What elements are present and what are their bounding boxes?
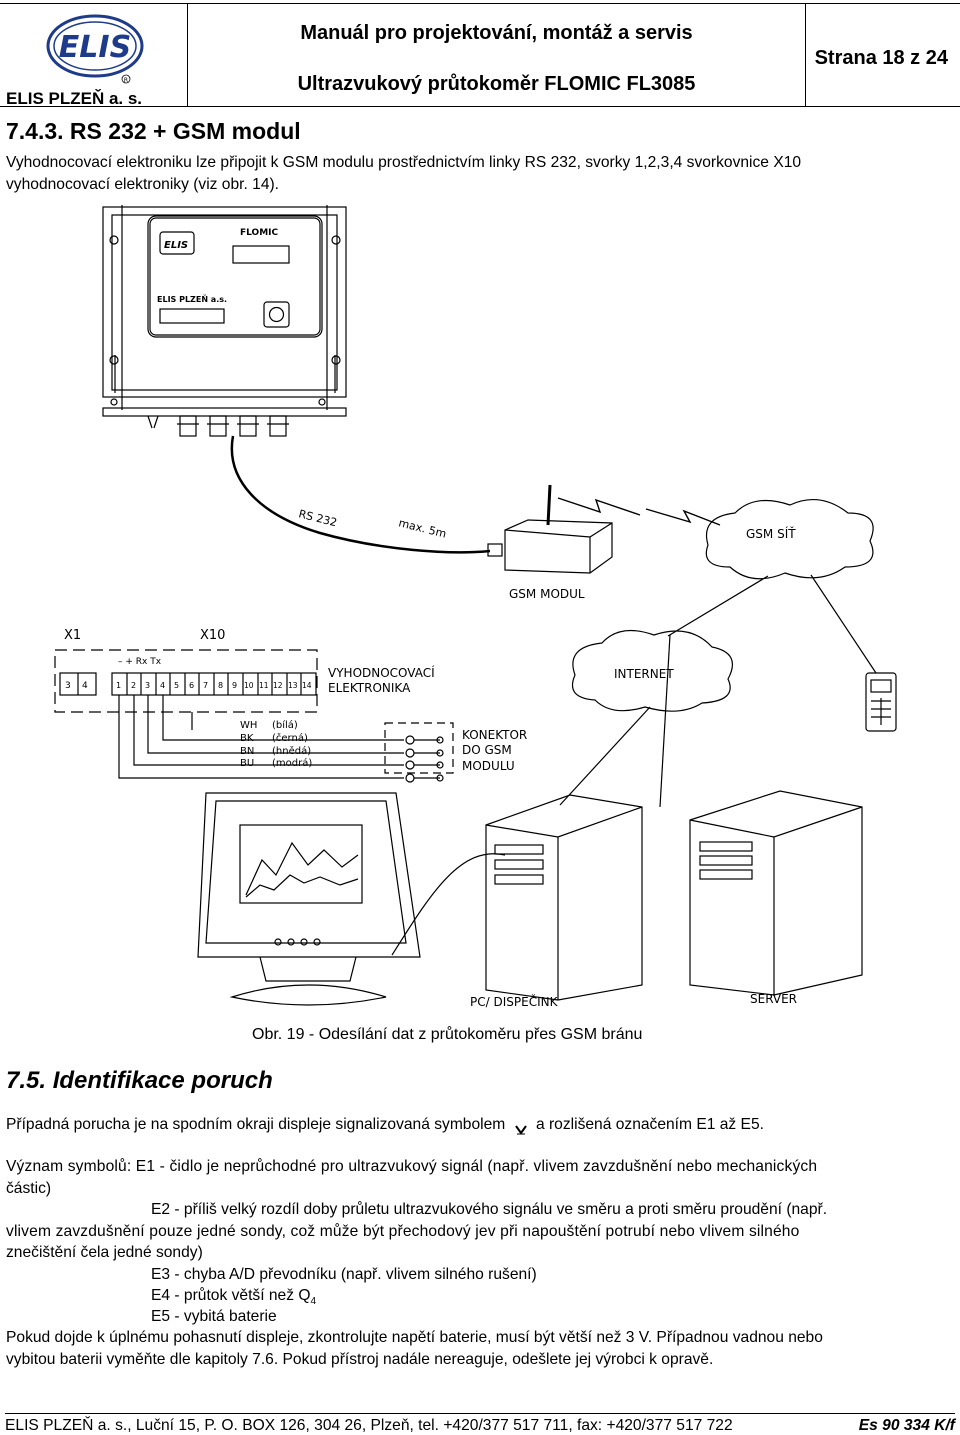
section-heading-75: 7.5. Identifikace poruch: [6, 1067, 273, 1094]
section-75-intro-a: Případná porucha je na spodním okraji di…: [6, 1116, 506, 1133]
x10-term: 12: [273, 681, 283, 690]
footer-address: ELIS PLZEŇ a. s., Luční 15, P. O. BOX 12…: [5, 1417, 733, 1434]
gsm-net-cloud: [705, 499, 874, 580]
server-label: SERVER: [750, 992, 797, 1006]
elis-logo: ELIS R: [46, 14, 144, 84]
header-page-cell: Strana 18 z 24: [805, 3, 960, 107]
wire-name: (hnědá): [272, 745, 311, 757]
x10-term: 7: [203, 681, 208, 690]
x10-term: 2: [131, 681, 136, 690]
page-footer: ELIS PLZEŇ a. s., Luční 15, P. O. BOX 12…: [5, 1413, 955, 1435]
terminal-polarity-labels: – + Rx Tx: [118, 657, 162, 667]
e2-line-1: E2 - příliš velký rozdíl doby průletu ul…: [151, 1201, 828, 1218]
e2-line-3: znečištění čela jedné sondy): [6, 1244, 203, 1261]
pc-monitor: [197, 792, 421, 1006]
flowmeter-device: [102, 205, 347, 437]
e4-line: E4 - průtok větší než Q4: [151, 1285, 316, 1313]
footer-doc-code: Es 90 334 K/f: [858, 1417, 955, 1434]
x10-term: 14: [302, 681, 312, 690]
eval-electronics-label-2: ELEKTRONIKA: [328, 681, 411, 695]
manual-subtitle: Ultrazvukový průtokoměr FLOMIC FL3085: [297, 73, 696, 95]
device-brand: FLOMIC: [240, 228, 279, 238]
device-company: ELIS PLZEŇ a.s.: [157, 293, 227, 304]
terminal-strip-box: [54, 649, 318, 713]
connector-label-2: DO GSM: [462, 743, 512, 757]
page-number: Strana 18 z 24: [814, 47, 948, 69]
header-company: ELIS PLZEŇ a. s.: [6, 89, 143, 108]
x10-term: 1: [116, 681, 121, 690]
connector-label-3: MODULU: [462, 759, 515, 773]
error-symbol-icon: [514, 1120, 527, 1135]
eval-electronics-label-1: VYHODNOCOVACÍ: [328, 665, 435, 680]
x10-term: 6: [189, 681, 194, 690]
header-title-cell: Manuál pro projektování, montáž a servis…: [187, 3, 806, 107]
x10-term: 10: [244, 681, 254, 690]
header-logo-cell: ELIS R ELIS PLZEŇ a. s.: [0, 3, 188, 108]
e4-text: E4 - průtok větší než Q: [151, 1287, 311, 1304]
gsm-module-label: GSM MODUL: [509, 587, 585, 601]
wire-name: (bílá): [272, 719, 298, 731]
gsm-connector-box: [384, 722, 454, 774]
manual-title: Manuál pro projektování, montáž a servis: [300, 22, 693, 44]
internet-cloud: [571, 629, 733, 712]
gsm-module: [487, 484, 613, 574]
outro-line-2: vybitou baterii vyměňte dle kapitoly 7.6…: [6, 1351, 714, 1368]
section-heading-743: 7.4.3. RS 232 + GSM modul: [6, 118, 301, 144]
wire-name: (černá): [272, 732, 308, 744]
pc-tower: [485, 794, 643, 1001]
e5-line: E5 - vybitá baterie: [151, 1308, 277, 1325]
x10-term: 3: [145, 681, 150, 690]
e1-line-2: částic): [6, 1180, 52, 1197]
x10-term: 8: [218, 681, 223, 690]
server-tower: [689, 790, 863, 996]
figure-caption: Obr. 19 - Odesílání dat z průtokoměru př…: [252, 1026, 643, 1043]
wire-code: BK: [240, 733, 254, 744]
e4-subscript: 4: [310, 1296, 317, 1308]
internet-label: INTERNET: [614, 667, 674, 681]
x10-term: 4: [160, 681, 165, 690]
e1-line-1: Význam symbolů: E1 - čidlo je neprůchodn…: [6, 1158, 818, 1175]
e2-line-2: vlivem zavzdušnění pouze jedné sondy, co…: [6, 1223, 800, 1240]
section-75-intro: Případná porucha je na spodním okraji di…: [6, 1114, 764, 1136]
svg-text:R: R: [124, 77, 128, 84]
page-header: ELIS R ELIS PLZEŇ a. s. Manuál pro proje…: [0, 0, 960, 110]
wire-name: (modrá): [272, 757, 312, 769]
x10-term: 5: [174, 681, 179, 690]
section-75-intro-b: a rozlišená označením E1 až E5.: [535, 1116, 764, 1133]
x1-label: X1: [64, 628, 81, 643]
max-length-label: max. 5m: [397, 516, 447, 540]
logo-text: ELIS: [59, 30, 131, 65]
rs232-cable: [230, 435, 491, 554]
x10-term: 11: [259, 681, 269, 690]
section-743-text-2: vyhodnocovací elektroniky (viz obr. 14).: [6, 176, 280, 193]
wire-code: BN: [240, 746, 254, 757]
x10-label: X10: [200, 628, 225, 643]
connector-label-1: KONEKTOR: [462, 728, 527, 742]
pc-label: PC/ DISPEČINK: [470, 994, 559, 1009]
outro-line-1: Pokud dojde k úplnému pohasnutí displeje…: [6, 1329, 823, 1346]
x10-term: 9: [232, 681, 237, 690]
e3-line: E3 - chyba A/D převodníku (např. vlivem …: [151, 1266, 537, 1283]
mobile-phone-icon: [865, 672, 897, 732]
gsm-net-label: GSM SÍŤ: [746, 526, 796, 541]
wire-code: BU: [240, 758, 254, 769]
x1-term-3: 3: [65, 681, 71, 691]
section-743-text-1: Vyhodnocovací elektroniku lze připojit k…: [6, 154, 802, 171]
x10-term: 13: [288, 681, 298, 690]
device-logo: ELIS: [164, 240, 188, 251]
x1-term-4: 4: [82, 681, 88, 691]
wire-code: WH: [240, 720, 257, 731]
figure-19-diagram: FLOMIC ELIS ELIS PLZEŇ a.s. RS 232 max. …: [54, 205, 897, 1009]
